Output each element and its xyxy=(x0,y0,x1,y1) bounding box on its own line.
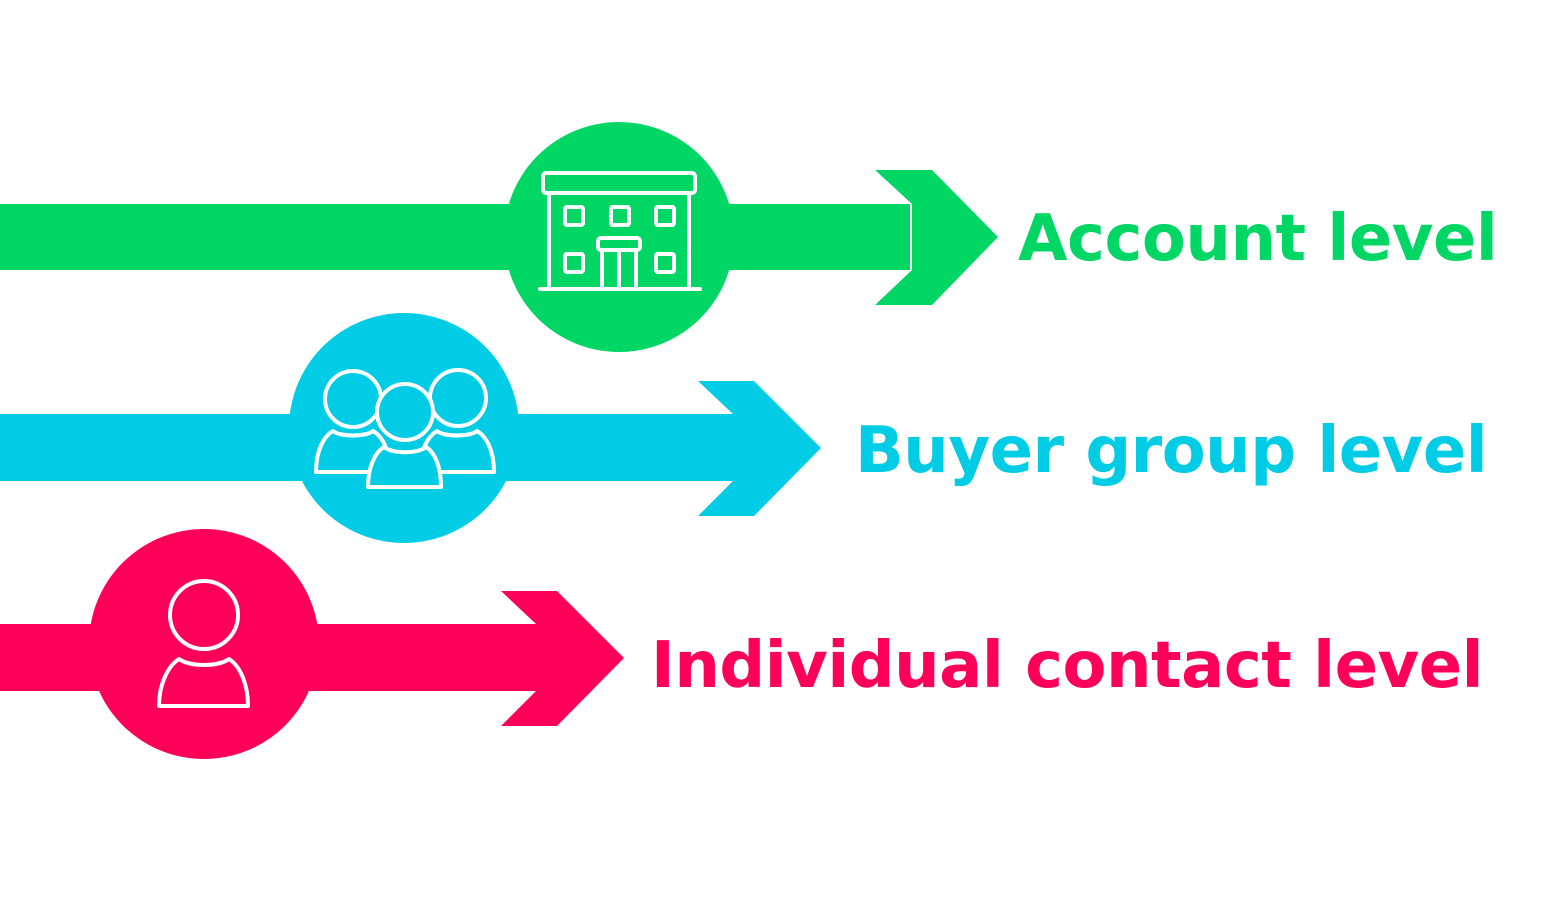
individual-contact-level-label: Individual contact level xyxy=(651,629,1483,703)
person-icon xyxy=(157,579,250,708)
individual-contact-level-row: Individual contact level xyxy=(0,529,1484,759)
individual-contact-icon-circle xyxy=(89,529,319,759)
buyer-group-arrowhead xyxy=(698,381,821,516)
account-level-row: Account level xyxy=(0,122,1498,352)
individual-contact-arrowhead xyxy=(501,591,624,726)
building-icon xyxy=(538,171,702,291)
buyer-group-level-label: Buyer group level xyxy=(855,414,1487,488)
account-level-label: Account level xyxy=(1018,202,1497,276)
buyer-group-level-row: Buyer group level xyxy=(0,313,1488,543)
account-arrow xyxy=(0,170,998,305)
account-arrow-shaft xyxy=(0,204,910,270)
group-icon xyxy=(314,368,496,489)
account-arrowhead xyxy=(875,170,998,305)
